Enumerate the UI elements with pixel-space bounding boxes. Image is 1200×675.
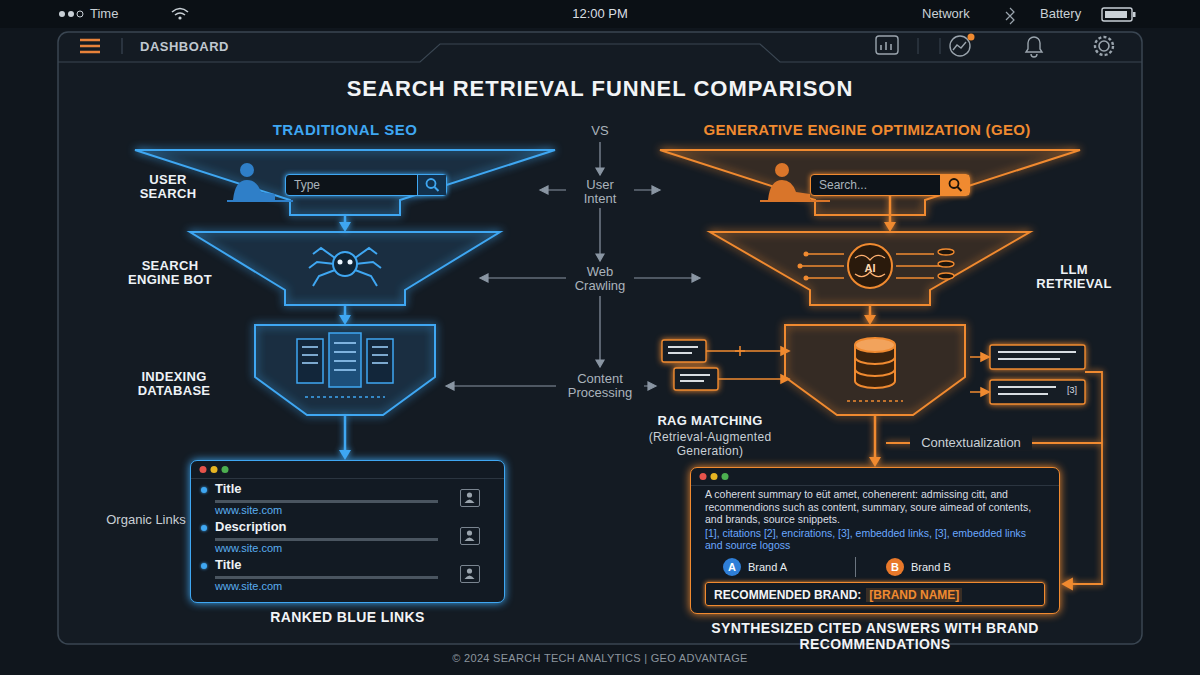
search-placeholder: Type (294, 178, 320, 192)
text-label: Time (90, 6, 150, 21)
bullet-dot (201, 563, 207, 569)
answer-text: A coherent summary to eüt amet, cohenere… (705, 488, 1045, 526)
magnifier-icon (417, 175, 446, 195)
answer-text: [1], citations [2], encirations, [3], em… (705, 527, 1045, 552)
stage-label: RAG MATCHING (628, 414, 792, 428)
stage-label: USER SEARCH (132, 173, 204, 201)
text-label: TRADITIONAL SEO (195, 121, 495, 138)
text-bar (215, 576, 438, 579)
text-label: User Intent (570, 178, 630, 206)
stage-label: (Retrieval-Augmented Generation) (628, 430, 792, 458)
magnifier-icon (940, 175, 969, 195)
text-label: VS (580, 123, 620, 138)
text-bar (215, 500, 438, 503)
search-box: Search... (810, 174, 970, 196)
stage-label: INDEXING DATABASE (112, 370, 236, 398)
result-url: www.site.com (215, 542, 282, 554)
bullet-dot (201, 487, 207, 493)
text-label: Contextualization (910, 435, 1032, 450)
panel-caption: RANKED BLUE LINKS (171, 609, 524, 625)
text-label: Battery (1040, 6, 1100, 21)
text-label: GENERATIVE ENGINE OPTIMIZATION (GEO) (672, 121, 1062, 138)
text-label: Organic Links (104, 512, 188, 527)
funnel-stage: RAG MATCHING(Retrieval-Augmented Generat… (785, 325, 965, 415)
text-label: DASHBOARD (140, 39, 280, 54)
text-label: [3] (1060, 385, 1084, 395)
brand-badge: A Brand A (705, 557, 855, 577)
answer-panel: A coherent summary to eüt amet, cohenere… (690, 467, 1060, 614)
result-item: Title www.site.com (201, 557, 494, 595)
flow-arrow (339, 215, 351, 232)
brand-placeholder: [BRAND NAME] (866, 588, 962, 602)
search-box: Type (285, 174, 447, 196)
result-url: www.site.com (215, 580, 282, 592)
text-label: 12:00 PM (560, 6, 640, 21)
result-url: www.site.com (215, 504, 282, 516)
recommendation-box: RECOMMENDED BRAND: [BRAND NAME] (705, 582, 1045, 606)
search-placeholder: Search... (819, 178, 867, 192)
funnel-stage: SEARCH ENGINE BOT (190, 232, 500, 305)
text-label: AI (855, 262, 885, 274)
text-label: © 2024 SEARCH TECH ANALYTICS | GEO ADVAN… (300, 652, 900, 664)
brand-name: Brand A (748, 561, 787, 573)
flow-arrow (339, 305, 351, 325)
brand-circle: A (723, 558, 741, 576)
panel-caption: SYNTHESIZED CITED ANSWERS WITH BRAND REC… (671, 620, 1079, 652)
bullet-dot (201, 525, 207, 531)
funnel-outline (785, 325, 965, 415)
text-bar (215, 538, 438, 541)
result-title: Description (215, 519, 291, 534)
funnel-outline (255, 325, 435, 415)
text-label: Network (922, 6, 1002, 21)
avatar-icon (460, 489, 480, 507)
window-bar (691, 468, 1059, 486)
stage-label: SEARCH ENGINE BOT (128, 259, 212, 287)
avatar-icon (460, 527, 480, 545)
brand-badge: B Brand B (855, 557, 951, 577)
flow-arrow (869, 415, 881, 467)
results-panel: RANKED BLUE LINKSTitlewww.site.comDescri… (190, 460, 505, 603)
result-title: Title (215, 481, 246, 496)
funnel-outline (190, 232, 500, 305)
flow-arrow (864, 305, 876, 325)
funnel-stage: INDEXING DATABASE (255, 325, 435, 415)
recommendation-label: RECOMMENDED BRAND: (714, 588, 861, 602)
result-title: Title (215, 557, 246, 572)
brand-circle: B (886, 558, 904, 576)
flow-arrow (339, 415, 351, 460)
result-item: Description www.site.com (201, 519, 494, 557)
text-label: Content Processing (558, 372, 642, 400)
flow-arrow (884, 196, 896, 232)
result-item: Title www.site.com (201, 481, 494, 519)
avatar-icon (460, 565, 480, 583)
text-label: Web Crawling (570, 265, 630, 293)
brand-name: Brand B (911, 561, 951, 573)
diagram-title: SEARCH RETRIEVAL FUNNEL COMPARISON (100, 76, 1100, 102)
funnel-stage: USER SEARCH Type (135, 150, 555, 215)
stage-label: LLM RETRIEVAL (1026, 263, 1122, 291)
window-bar (191, 461, 504, 479)
